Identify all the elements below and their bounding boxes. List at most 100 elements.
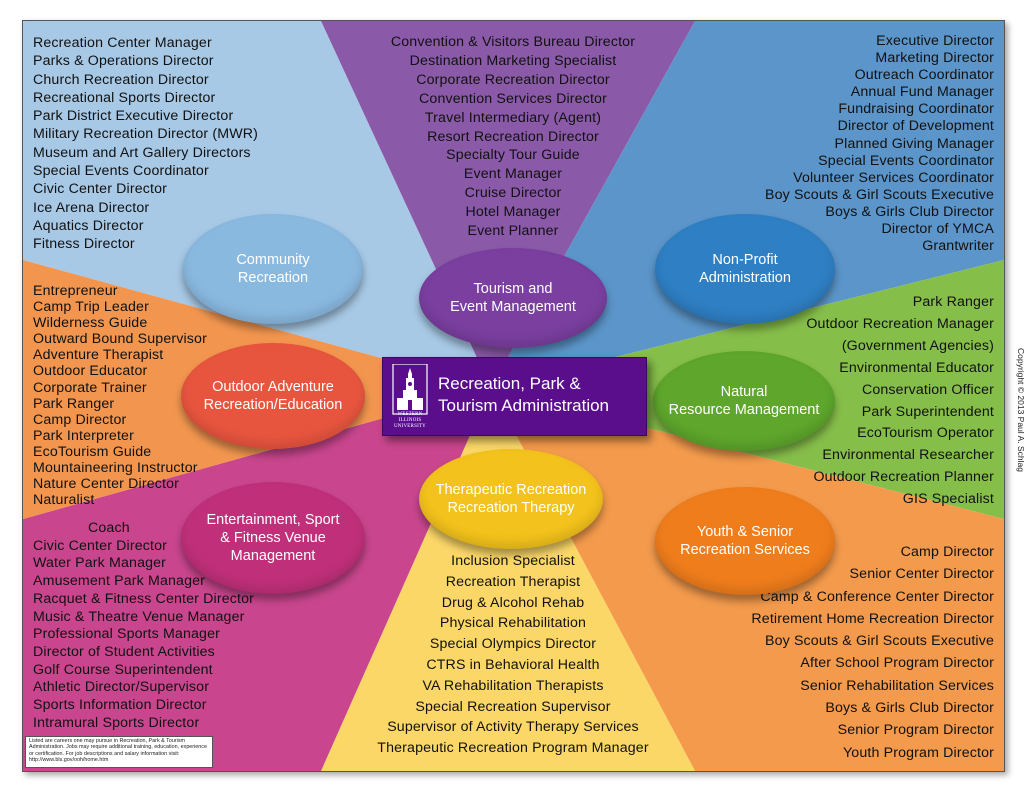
entertainment-career-item: Golf Course Superintendent [33, 661, 213, 678]
nonprofit-career-item: Grantwriter [922, 238, 994, 255]
therapeutic-career-item: CTRS in Behavioral Health [426, 656, 600, 673]
natural-career-item: GIS Specialist [902, 491, 994, 508]
university-tower-logo [392, 364, 428, 415]
nonprofit-sector [491, 21, 1004, 388]
tourism-career-item: Destination Marketing Specialist [409, 52, 617, 69]
natural-career-item: Outdoor Recreation Manager [806, 315, 994, 332]
entertainment-career-item: Director of Student Activities [33, 643, 215, 660]
tourism-career-item: Convention Services Director [419, 90, 607, 107]
entertainment-career-item: Water Park Manager [33, 555, 167, 572]
natural-career-item: EcoTourism Operator [857, 425, 994, 442]
entertainment-sport-oval[interactable]: Entertainment, Sport & Fitness Venue Man… [181, 482, 365, 594]
community-sector [23, 21, 491, 388]
tourism-career-item: Cruise Director [464, 185, 562, 202]
outdoor-career-item: Outdoor Educator [33, 363, 148, 380]
entertainment-career-item: Athletic Director/Supervisor [33, 679, 210, 696]
natural-career-item: Park Superintendent [861, 403, 994, 420]
outdoor-career-item: Outward Bound Supervisor [33, 331, 207, 348]
community-career-item: Special Events Coordinator [33, 163, 209, 180]
community-career-item: Ice Arena Director [33, 199, 150, 216]
outdoor-career-item: Corporate Trainer [33, 379, 147, 396]
youth-senior-oval[interactable]: Youth & Senior Recreation Services [655, 487, 835, 595]
nonprofit-admin-oval[interactable]: Non-Profit Administration [655, 214, 835, 324]
nonprofit-career-item: Director of Development [837, 118, 994, 135]
natural-career-item: Environmental Educator [839, 359, 994, 376]
youth-career-item: Senior Rehabilitation Services [800, 677, 994, 694]
community-career-item: Aquatics Director [33, 217, 144, 234]
nonprofit-career-item: Executive Director [876, 33, 994, 49]
program-title-box[interactable]: WESTERN ILLINOIS UNIVERSITY Recreation, … [382, 357, 647, 436]
therapeutic-recreation-oval[interactable]: Therapeutic Recreation Recreation Therap… [419, 449, 603, 549]
outdoor-career-item: Wilderness Guide [33, 315, 148, 332]
nonprofit-career-item: Special Events Coordinator [818, 152, 994, 169]
therapeutic-career-item: Recreation Therapist [445, 573, 581, 590]
nonprofit-career-item: Planned Giving Manager [834, 135, 994, 152]
tourism-sector [321, 21, 695, 388]
outdoor-career-item: Adventure Therapist [33, 347, 164, 364]
community-career-item: Museum and Art Gallery Directors [33, 144, 251, 161]
tourism-career-item: Convention & Visitors Bureau Director [390, 34, 636, 50]
entertainment-coach-item: Coach [88, 520, 130, 536]
outdoor-career-item: Naturalist [33, 492, 95, 509]
natural-career-item: (Government Agencies) [841, 337, 994, 354]
outdoor-career-item: Camp Trip Leader [33, 299, 149, 316]
youth-career-item: Boys & Girls Club Director [825, 700, 994, 717]
youth-career-item: Retirement Home Recreation Director [751, 610, 994, 627]
nonprofit-career-item: Volunteer Services Coordinator [793, 169, 994, 186]
therapeutic-career-item: Drug & Alcohol Rehab [441, 594, 585, 611]
youth-career-item: Senior Program Director [837, 722, 994, 739]
community-career-item: Fitness Director [33, 236, 135, 253]
university-logo-text: WESTERN ILLINOIS UNIVERSITY [394, 412, 426, 429]
entertainment-career-item: Sports Information Director [33, 697, 207, 714]
entertainment-career-item: Racquet & Fitness Center Director [33, 590, 254, 607]
tourism-career-item: Resort Recreation Director [427, 128, 599, 145]
entertainment-career-item: Music & Theatre Venue Manager [33, 608, 245, 625]
nonprofit-career-item: Marketing Director [875, 50, 994, 67]
nonprofit-career-item: Outreach Coordinator [854, 67, 994, 84]
tourism-career-item: Specialty Tour Guide [446, 147, 580, 164]
entertainment-career-item: Intramural Sports Director [33, 714, 200, 731]
community-career-item: Church Recreation Director [33, 71, 209, 88]
tourism-career-item: Event Manager [463, 166, 563, 183]
tourism-career-item: Corporate Recreation Director [416, 71, 610, 88]
outdoor-adventure-oval[interactable]: Outdoor Adventure Recreation/Education [181, 343, 365, 449]
nonprofit-career-item: Fundraising Coordinator [838, 101, 994, 118]
community-career-item: Military Recreation Director (MWR) [33, 126, 259, 143]
outdoor-career-item: Mountaineering Instructor [33, 460, 198, 477]
community-career-item: Recreational Sports Director [33, 89, 216, 106]
youth-career-item: Senior Center Director [849, 566, 994, 583]
copyright-notice: Copyright © 2013 Paul A. Schlag [1016, 348, 1024, 472]
nonprofit-career-item: Boys & Girls Club Director [825, 203, 994, 220]
youth-career-item: After School Program Director [800, 655, 994, 672]
natural-resource-oval[interactable]: Natural Resource Management [653, 351, 835, 451]
outdoor-career-item: Camp Director [33, 411, 127, 428]
therapeutic-sector [321, 388, 695, 771]
tourism-career-item: Travel Intermediary (Agent) [424, 109, 602, 126]
community-recreation-oval[interactable]: Community Recreation [183, 214, 363, 324]
outdoor-career-item: Park Ranger [33, 395, 115, 412]
outdoor-career-item: Park Interpreter [33, 427, 134, 444]
outdoor-career-item: EcoTourism Guide [33, 443, 152, 460]
tourism-career-item: Hotel Manager [465, 204, 561, 221]
entertainment-career-item: Professional Sports Manager [33, 626, 221, 643]
entertainment-career-item: Amusement Park Manager [33, 573, 206, 590]
natural-career-item: Environmental Researcher [822, 447, 994, 464]
youth-career-item: Camp Director [900, 544, 994, 560]
therapeutic-career-item: VA Rehabilitation Therapists [422, 677, 604, 694]
program-title: Recreation, Park & Tourism Administratio… [438, 374, 610, 415]
tourism-career-item: Event Planner [467, 223, 559, 240]
tourism-event-oval[interactable]: Tourism and Event Management [419, 248, 607, 348]
therapeutic-career-item: Therapeutic Recreation Program Manager [377, 740, 649, 757]
community-career-item: Parks & Operations Director [33, 53, 214, 70]
outdoor-career-item: Nature Center Director [33, 476, 180, 493]
nonprofit-career-item: Boy Scouts & Girl Scouts Executive [764, 186, 994, 203]
community-career-item: Civic Center Director [33, 181, 168, 198]
